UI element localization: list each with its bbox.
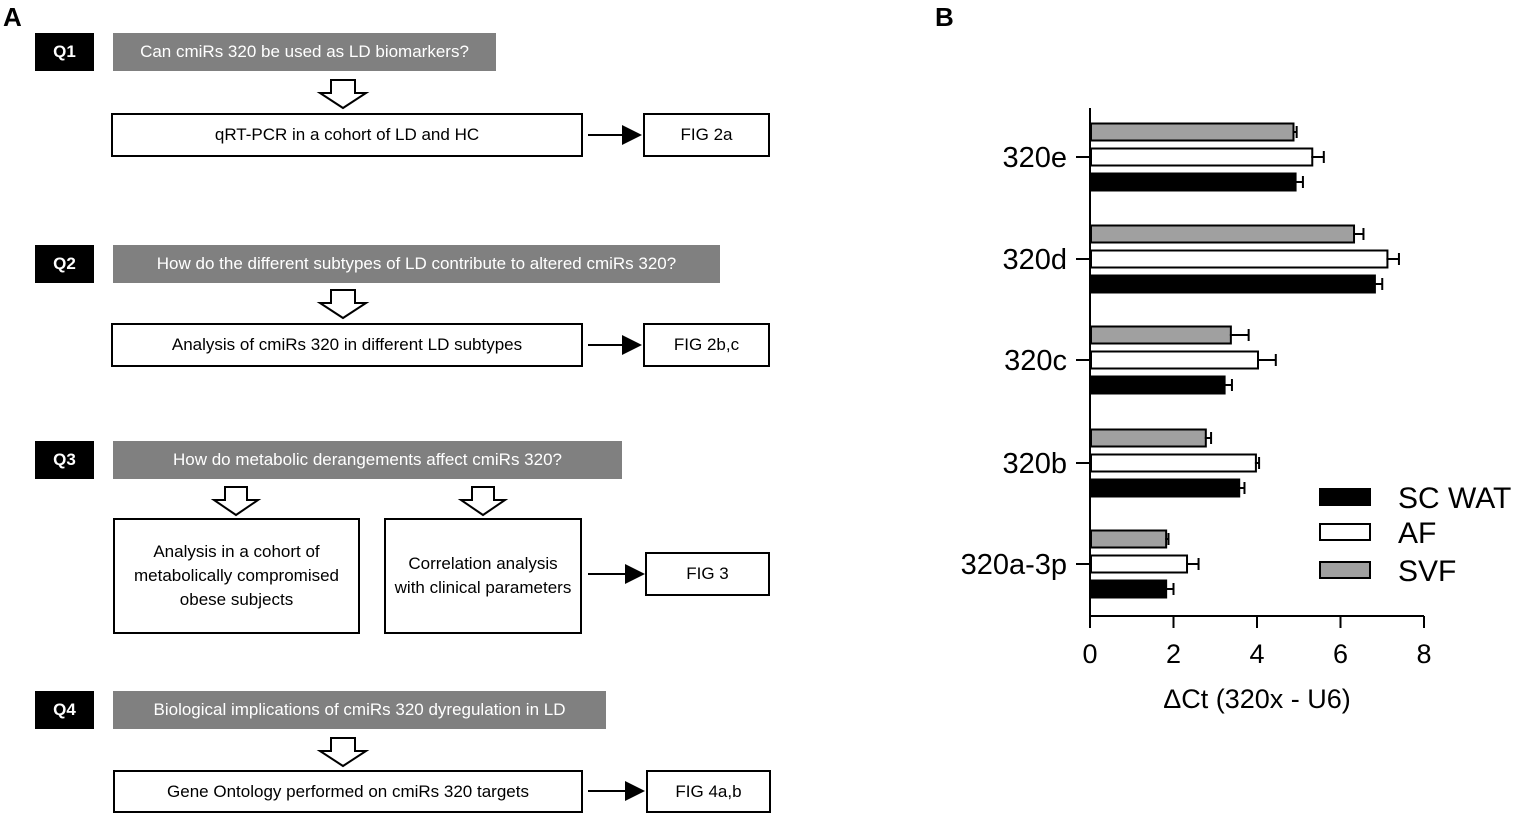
legend-label: SC WAT <box>1398 482 1511 515</box>
x-tick-label: 8 <box>1416 639 1431 669</box>
down-arrow-icon <box>210 486 262 517</box>
bar <box>1090 274 1376 294</box>
q3-fig-box: FIG 3 <box>645 552 770 596</box>
q2-fig-box: FIG 2b,c <box>643 323 770 367</box>
bar <box>1090 478 1241 498</box>
q4-question: Biological implications of cmiRs 320 dyr… <box>113 691 606 729</box>
bar <box>1090 453 1257 473</box>
bar <box>1090 375 1226 395</box>
x-axis-label: ΔCt (320x - U6) <box>1163 684 1351 714</box>
bar <box>1090 554 1189 574</box>
bar <box>1090 249 1389 269</box>
bar <box>1090 122 1295 142</box>
flow-diagram-connectors <box>210 79 645 801</box>
x-tick-label: 4 <box>1249 639 1264 669</box>
q2-question: How do the different subtypes of LD cont… <box>113 245 720 283</box>
bar <box>1090 428 1207 448</box>
panel-a-label: A <box>3 2 22 32</box>
legend-label: SVF <box>1398 555 1456 588</box>
q2-step-box: Analysis of cmiRs 320 in different LD su… <box>111 323 583 367</box>
q3-step-right-box: Correlation analysis with clinical param… <box>384 518 582 634</box>
bar <box>1090 172 1297 192</box>
bar <box>1090 579 1168 599</box>
down-arrow-icon <box>316 737 370 768</box>
down-arrow-icon <box>316 79 370 110</box>
down-arrow-icon <box>457 486 509 517</box>
legend-swatch <box>1319 488 1371 506</box>
x-tick-label: 6 <box>1333 639 1348 669</box>
y-tick-label: 320b <box>1002 448 1067 480</box>
q4-step-box: Gene Ontology performed on cmiRs 320 tar… <box>113 770 583 813</box>
q4-tag: Q4 <box>35 691 94 729</box>
q3-question: How do metabolic derangements affect cmi… <box>113 441 622 479</box>
bar <box>1090 529 1168 549</box>
y-tick-label: 320c <box>1004 345 1067 377</box>
bar <box>1090 224 1356 244</box>
down-arrow-icon <box>316 289 370 320</box>
panel-b-label: B <box>935 2 954 32</box>
q1-step-box: qRT-PCR in a cohort of LD and HC <box>111 113 583 157</box>
bar <box>1090 325 1232 345</box>
legend-label: AF <box>1398 517 1436 550</box>
x-tick-label: 2 <box>1166 639 1181 669</box>
q2-tag: Q2 <box>35 245 94 283</box>
y-tick-label: 320d <box>1002 244 1067 276</box>
q3-tag: Q3 <box>35 441 94 479</box>
q3-step-left-box: Analysis in a cohort of metabolically co… <box>113 518 360 634</box>
legend-swatch <box>1319 523 1371 541</box>
x-tick-label: 0 <box>1082 639 1097 669</box>
y-tick-label: 320e <box>1002 142 1067 174</box>
y-tick-label: 320a-3p <box>961 549 1067 581</box>
q1-tag: Q1 <box>35 33 94 71</box>
q4-fig-box: FIG 4a,b <box>646 770 771 813</box>
bar <box>1090 350 1259 370</box>
legend-swatch <box>1319 561 1371 579</box>
q1-question: Can cmiRs 320 be used as LD biomarkers? <box>113 33 496 71</box>
bar <box>1090 147 1314 167</box>
q1-fig-box: FIG 2a <box>643 113 770 157</box>
